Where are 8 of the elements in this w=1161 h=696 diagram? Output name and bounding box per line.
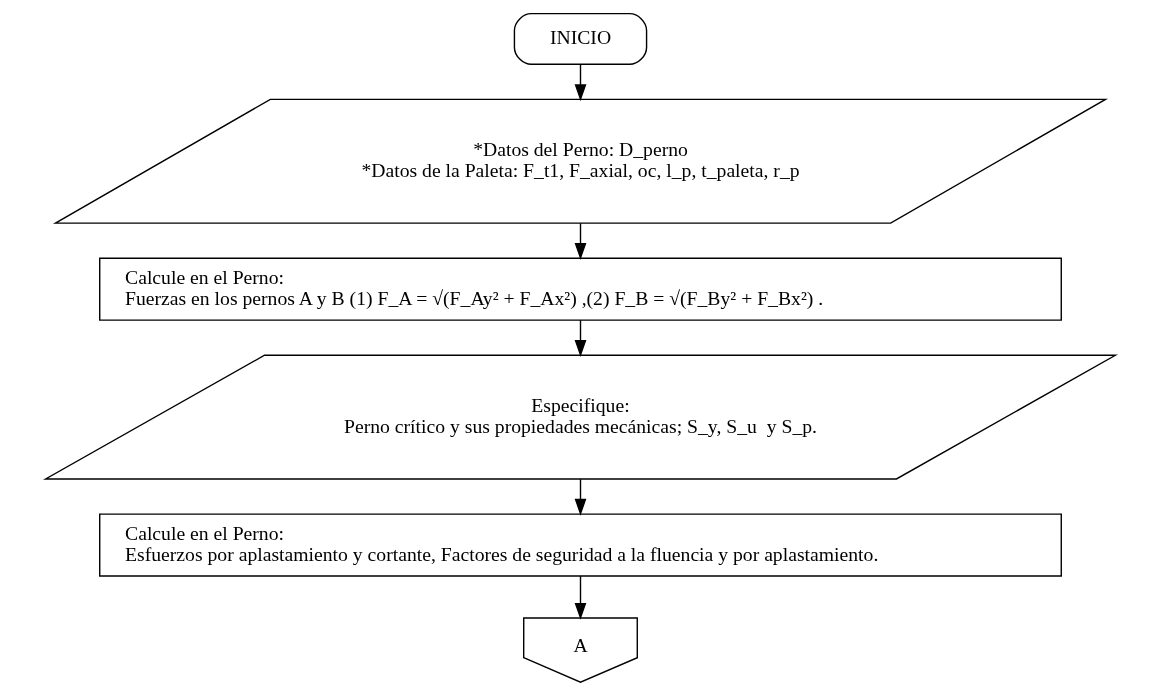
arrow <box>574 63 587 102</box>
arrow <box>574 478 587 516</box>
node-box: Calcule en el Perno: Esfuerzos por aplastamiento y cortante, Factores de seguridad a la fluencia y por aplastamiento. <box>99 513 1062 577</box>
arrow <box>574 575 587 620</box>
node-box: INICIO <box>513 12 648 65</box>
arrow <box>574 319 587 357</box>
node-box: Calcule en el Perno: Fuerzas en los pernos A y B (1) F_A = √(F_Ay² + F_Ax²) ,(2) F_B = √(F_By² + F_Bx²) . <box>99 257 1062 321</box>
arrow <box>574 222 587 260</box>
